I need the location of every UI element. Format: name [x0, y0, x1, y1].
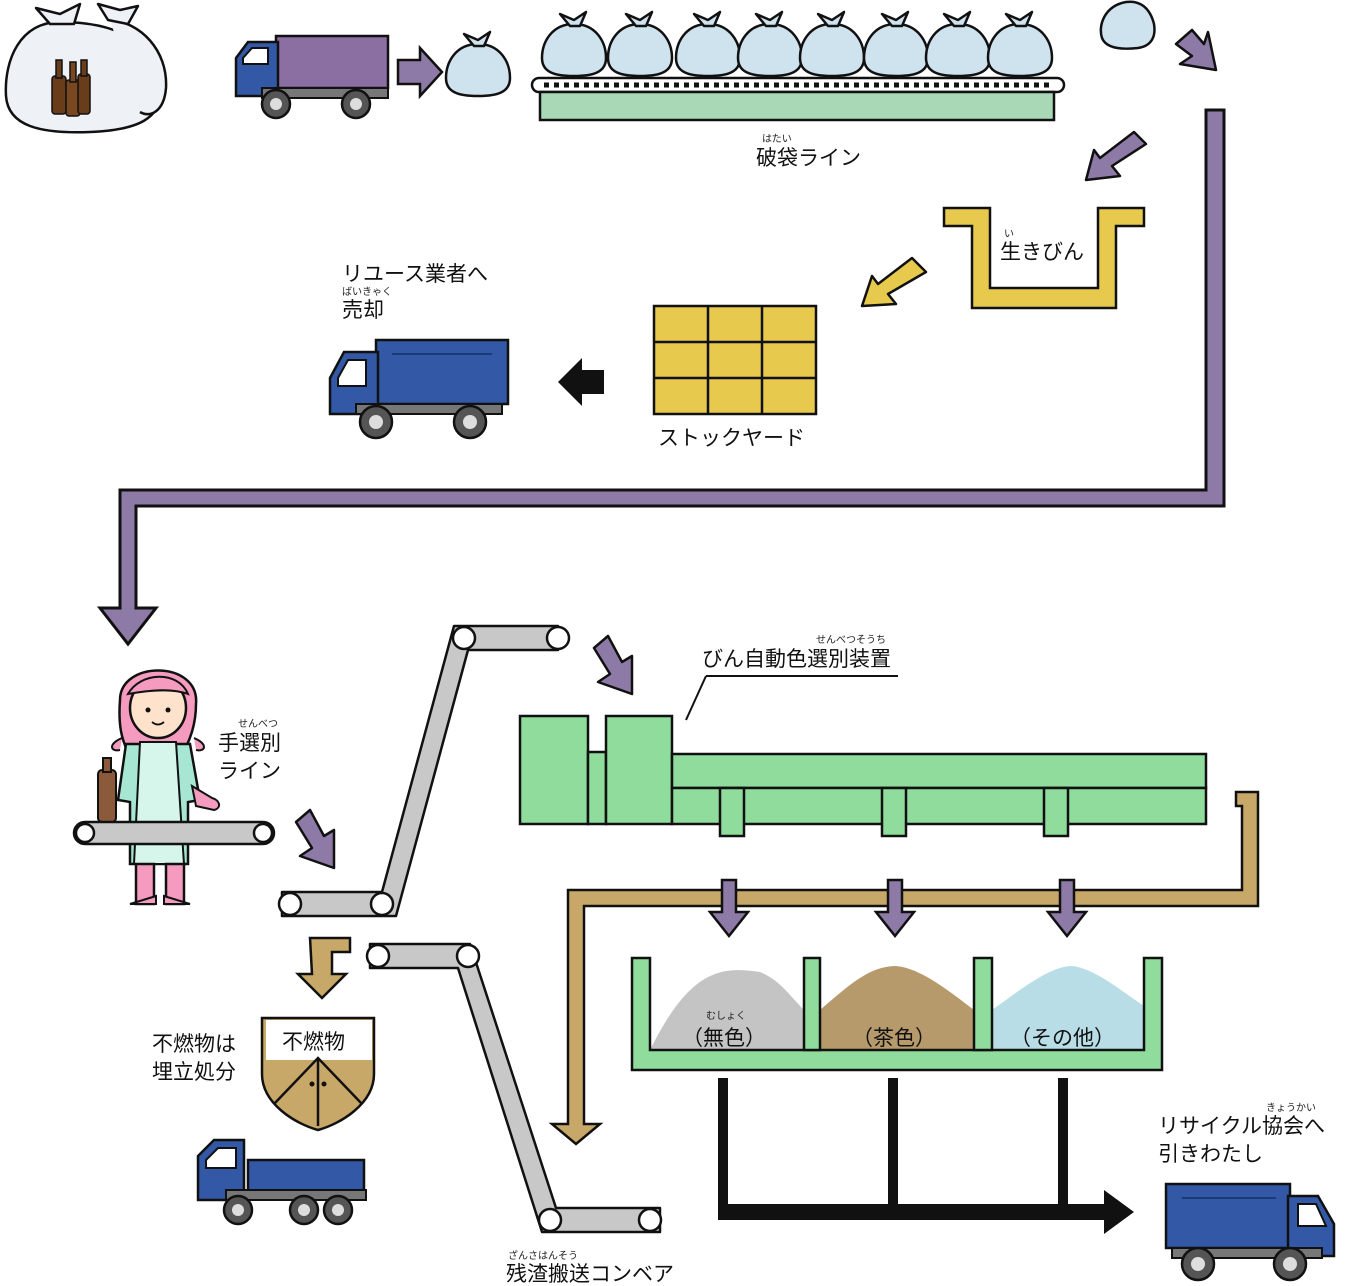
bin-brown-label: （茶色） [852, 1026, 936, 1050]
recycle-flow-lines [718, 1078, 1134, 1234]
noncombustible-bin [260, 1016, 376, 1132]
arrow-right-icon [396, 44, 444, 100]
color-sorter-machine [518, 675, 1208, 838]
recycle-label-line1: リサイクル協会へ [1158, 1114, 1325, 1138]
purple-flow-pipe [96, 108, 1226, 647]
arrow-down-left-icon [1084, 130, 1148, 182]
residue-conveyor-ruby: ざんさはんそう [508, 1251, 578, 1262]
single-bag-icon [444, 30, 512, 98]
color-sorter-ruby: せんべつそうち [816, 635, 886, 646]
hand-sort-worker-icon [97, 669, 220, 906]
arrow-down-icon-clear [707, 878, 751, 939]
hand-sort-label-line1: 手選別 [218, 731, 281, 755]
noncombustible-label: 不燃物 [282, 1030, 345, 1054]
arrow-down-icon-brown [873, 878, 917, 939]
landfill-label-line2: 埋立処分 [152, 1060, 236, 1084]
falling-bag-icon [1099, 0, 1156, 50]
reject-pipe [548, 790, 1260, 1146]
recycle-truck-icon [1164, 1182, 1336, 1282]
reuse-label-line2: 売却 [342, 298, 384, 322]
arrow-down-right-icon-2 [294, 808, 336, 870]
residue-conveyor [365, 942, 663, 1234]
arrow-down-left-yellow-icon [860, 256, 928, 308]
arrow-down-right-icon [1174, 28, 1218, 72]
stock-yard-label: ストックヤード [658, 426, 805, 450]
hand-sort-label-line2: ライン [218, 759, 281, 783]
recycle-ruby: きょうかい [1266, 1103, 1316, 1114]
raw-bottles-label: 生きびん [1000, 240, 1084, 264]
color-sorter-label: びん自動色選別装置 [702, 647, 891, 671]
brown-bottles-icon [51, 59, 91, 117]
arrow-down-right-icon-3 [592, 634, 634, 696]
hand-sort-ruby: せんべつ [238, 719, 278, 730]
bag-line-label: 破袋ライン [756, 146, 861, 170]
bin-clear-label: （無色） [682, 1026, 766, 1050]
bin-other-label: （その他） [1010, 1026, 1115, 1050]
bag-line-ruby: はたい [762, 134, 792, 145]
arrow-down-icon-other [1045, 878, 1089, 939]
reuse-ruby: ばいきゃく [342, 287, 392, 298]
dump-truck-icon [196, 1138, 367, 1226]
landfill-label-line1: 不燃物は [152, 1032, 236, 1056]
arrow-down-gold-icon [294, 936, 352, 1000]
reuse-label-line1: リユース業者へ [342, 262, 488, 286]
residue-conveyor-label: 残渣搬送コンベア [506, 1262, 674, 1286]
reuse-truck-icon [328, 338, 510, 440]
collection-truck-icon [234, 34, 390, 120]
garbage-bags-icon [4, 2, 168, 134]
hand-sort-conveyor [72, 820, 276, 846]
bag-breaking-line [530, 10, 1066, 122]
bin-clear-ruby: むしょく [706, 1011, 746, 1022]
sorted-glass-bins [630, 956, 1164, 1072]
incline-conveyor [277, 624, 571, 918]
raw-bottles-ruby: い [1004, 229, 1014, 240]
arrow-left-icon [558, 358, 604, 406]
raw-bottle-hopper [942, 206, 1146, 310]
recycle-label-line2: 引きわたし [1158, 1142, 1263, 1166]
stock-yard-crates [652, 304, 818, 416]
